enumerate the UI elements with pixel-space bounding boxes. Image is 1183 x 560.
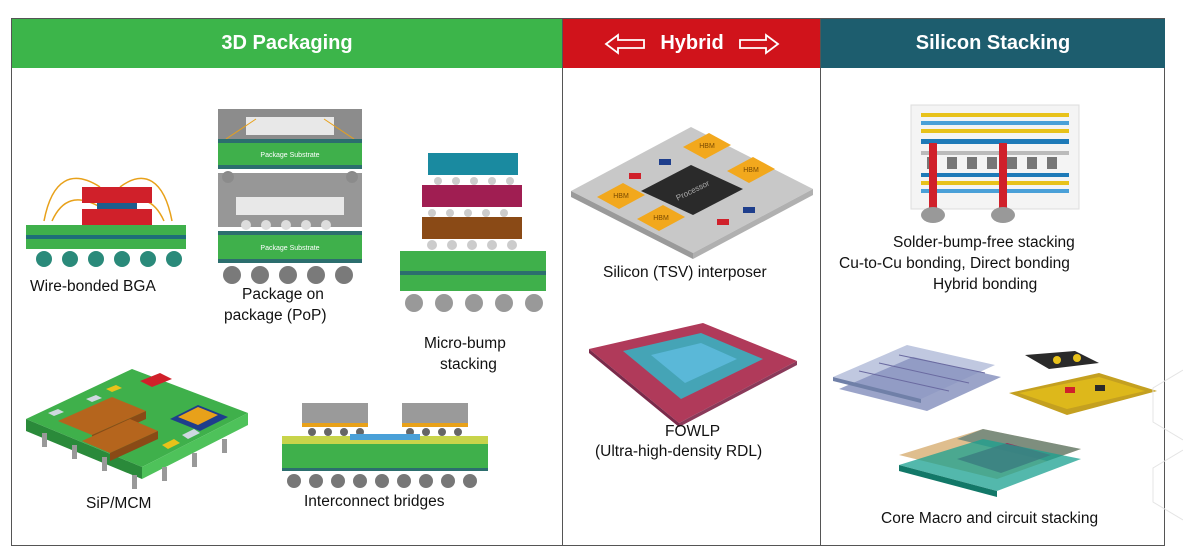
hbm-text-3: HBM xyxy=(699,143,715,150)
label-micro-bump-line1: Micro-bump xyxy=(424,335,506,352)
package-substrate-text-upper: Package Substrate xyxy=(260,152,319,159)
circuit-layer-illustration xyxy=(1009,351,1157,415)
header-hybrid: Hybrid xyxy=(563,19,821,68)
header-silicon-stacking-title: Silicon Stacking xyxy=(915,32,1071,54)
header-3d-packaging-title: 3D Packaging xyxy=(221,32,353,54)
label-fowlp-line2: (Ultra-high-density RDL) xyxy=(595,443,763,460)
wire-bonded-bga-illustration xyxy=(26,177,186,267)
core-macro-illustration xyxy=(899,429,1081,497)
solder-bump-free-illustration xyxy=(910,104,1080,223)
hbm-text-1: HBM xyxy=(613,193,629,200)
left-arrow-icon xyxy=(604,32,646,55)
label-pop-line2: package (PoP) xyxy=(224,307,327,324)
label-wire-bonded-bga: Wire-bonded BGA xyxy=(30,278,156,295)
background-hex-pattern xyxy=(1152,369,1183,521)
chip-stack-illustration xyxy=(833,345,1001,411)
label-solder-line2: Cu-to-Cu bonding, Direct bonding xyxy=(839,255,1070,272)
package-substrate-text-lower: Package Substrate xyxy=(260,245,319,252)
hbm-text-4: HBM xyxy=(743,167,759,174)
diagram-frame: 3D Packaging Wire-bonded BGA xyxy=(11,18,1165,546)
header-silicon-stacking: Silicon Stacking xyxy=(821,19,1165,68)
label-pop-line1: Package on xyxy=(242,286,324,303)
label-tsv-interposer: Silicon (TSV) interposer xyxy=(603,264,767,281)
sip-mcm-illustration xyxy=(26,369,248,489)
header-3d-packaging: 3D Packaging xyxy=(12,19,562,68)
label-solder-line3: Hybrid bonding xyxy=(933,276,1038,293)
label-sip-mcm: SiP/MCM xyxy=(86,495,152,512)
header-hybrid-title: Hybrid xyxy=(660,32,724,54)
label-micro-bump-line2: stacking xyxy=(440,356,497,373)
label-fowlp-line1: FOWLP xyxy=(665,423,721,440)
micro-bump-stacking-illustration xyxy=(400,153,546,312)
label-solder-line1: Solder-bump-free stacking xyxy=(893,234,1075,251)
hbm-text-2: HBM xyxy=(653,215,669,222)
column-hybrid: Hybrid Processor HBM HBM HBM HBM Silic xyxy=(562,19,821,545)
right-arrow-icon xyxy=(738,32,780,55)
package-on-package-illustration: Package Substrate Package Substrate xyxy=(218,109,362,284)
fowlp-illustration xyxy=(589,323,797,427)
column-silicon-stacking: Silicon Stacking Solder-bump-free stacki… xyxy=(820,19,1165,545)
interconnect-bridges-illustration xyxy=(282,403,488,488)
column-3d-packaging: 3D Packaging Wire-bonded BGA xyxy=(12,19,562,545)
tsv-interposer-illustration: Processor HBM HBM HBM HBM xyxy=(571,127,813,259)
label-interconnect-bridges: Interconnect bridges xyxy=(304,493,445,510)
label-core-macro: Core Macro and circuit stacking xyxy=(881,510,1099,527)
